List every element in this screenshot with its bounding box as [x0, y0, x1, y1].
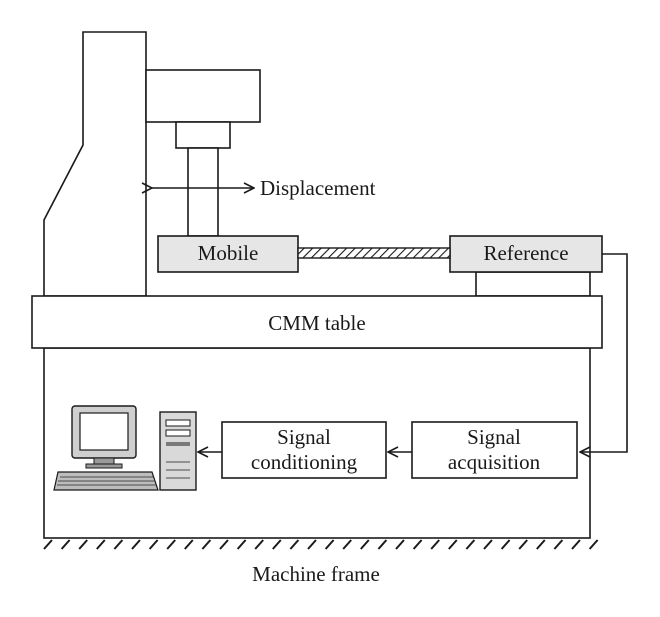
- ground-hatch-mark: [166, 539, 176, 550]
- mobile-label: Mobile: [198, 241, 259, 265]
- ground-hatch-mark: [307, 539, 317, 550]
- ground-hatch-mark: [272, 539, 282, 550]
- ground-hatch-mark: [184, 539, 194, 550]
- ground-hatch-mark: [518, 539, 528, 550]
- ground-hatch-mark: [113, 539, 124, 550]
- ground-hatch-mark: [60, 539, 71, 550]
- ground-hatch-mark: [148, 539, 159, 550]
- ground-hatch-mark: [588, 539, 599, 550]
- sensor-link: [297, 247, 451, 259]
- ground-hatch-mark: [430, 539, 440, 550]
- ground-hatch-mark: [465, 539, 476, 550]
- reference-support: [475, 271, 591, 297]
- reference-label: Reference: [483, 241, 568, 265]
- ground-hatch-mark: [571, 539, 581, 550]
- ground-hatch-mark: [448, 539, 458, 550]
- signal-conditioning-line1: Signal: [277, 425, 331, 449]
- ground-hatch-mark: [360, 539, 370, 550]
- machine-frame-label: Machine frame: [252, 562, 380, 586]
- cmm-table: [31, 295, 603, 349]
- ground-hatch-mark: [201, 539, 212, 550]
- ground-hatch-mark: [219, 539, 229, 550]
- ground-hatch-mark: [43, 539, 53, 550]
- reference-to-acquisition-cable: [580, 253, 628, 452]
- probe-holder: [175, 121, 231, 149]
- mobile-box: [157, 235, 299, 273]
- ground-hatch-mark: [131, 539, 141, 550]
- ground-hatch-mark: [412, 539, 423, 550]
- ground-hatch-mark: [236, 539, 247, 550]
- ground-hatch-mark: [395, 539, 405, 550]
- signal-acquisition-box: [411, 421, 578, 479]
- ground-hatch-icon: [43, 539, 599, 550]
- ground-hatch-mark: [483, 539, 493, 550]
- ground-hatch-mark: [254, 539, 264, 550]
- ground-hatch-mark: [500, 539, 511, 550]
- machine-column: [43, 31, 147, 297]
- signal-conditioning-line2: conditioning: [251, 450, 358, 474]
- ground-hatch-mark: [536, 539, 546, 550]
- machine-arm: [145, 69, 261, 123]
- signal-conditioning-box: [221, 421, 387, 479]
- ground-hatch-mark: [342, 539, 352, 550]
- displacement-label: Displacement: [260, 176, 376, 200]
- ground-hatch-mark: [289, 539, 300, 550]
- cmm-table-label: CMM table: [268, 311, 365, 335]
- ground-hatch-mark: [324, 539, 335, 550]
- ground-hatch-mark: [78, 539, 88, 550]
- computer-icon: [53, 405, 197, 491]
- ground-hatch-mark: [377, 539, 388, 550]
- ground-hatch-mark: [96, 539, 106, 550]
- signal-acquisition-line2: acquisition: [448, 450, 541, 474]
- signal-acquisition-line1: Signal: [467, 425, 521, 449]
- ground-hatch-mark: [553, 539, 564, 550]
- spindle: [187, 147, 219, 237]
